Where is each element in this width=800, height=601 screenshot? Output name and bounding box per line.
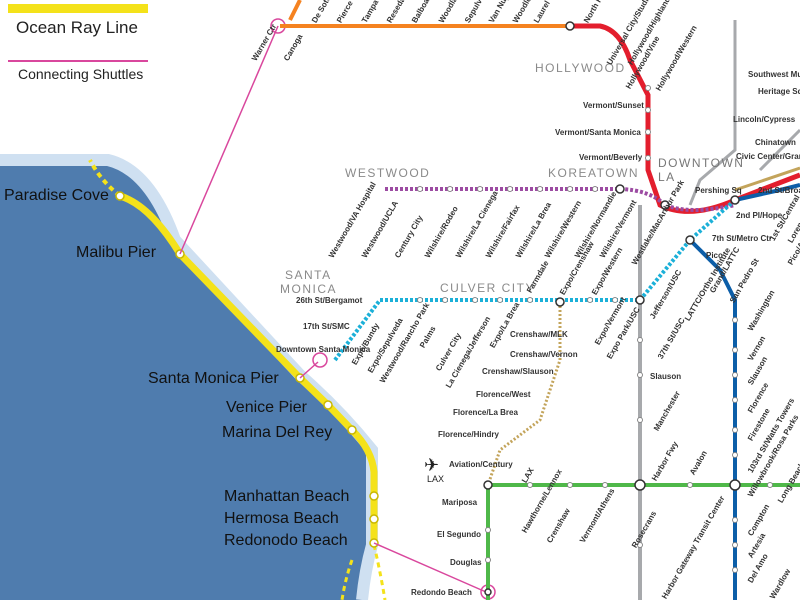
label-paradise-cove[interactable]: Paradise Cove	[4, 187, 109, 204]
label-marina-del-rey[interactable]: Marina Del Rey	[222, 424, 333, 441]
stn-vermont-sunset[interactable]: Vermont/Sunset	[583, 101, 644, 110]
station-dots	[417, 85, 773, 573]
stn-florence-hindry[interactable]: Florence/Hindry	[438, 430, 499, 439]
stop-venice-pier	[323, 400, 333, 410]
airplane-icon: ✈	[424, 455, 440, 475]
stn-douglas[interactable]: Douglas	[450, 558, 482, 567]
district-culver-city: CULVER CITY	[440, 281, 535, 295]
stn-crenshaw-slauson[interactable]: Crenshaw/Slauson	[482, 367, 554, 376]
gold-line	[486, 302, 562, 486]
stn-sw-museum[interactable]: Southwest Mu	[748, 70, 800, 79]
stn-pershing[interactable]: Pershing Sq	[695, 186, 742, 195]
stn-lincoln-cypress[interactable]: Lincoln/Cypress	[733, 115, 796, 124]
stn-aviation-century[interactable]: Aviation/Century	[449, 460, 513, 469]
stn-downtown-sm[interactable]: Downtown Santa Monica	[276, 345, 371, 354]
stn-heritage[interactable]: Heritage Sq	[758, 87, 800, 96]
label-redondo-beach[interactable]: Redonodo Beach	[224, 532, 348, 549]
shuttle-sm-terminal	[312, 352, 328, 368]
district-downtown: DOWNTOWN	[658, 156, 745, 170]
stn-mariposa[interactable]: Mariposa	[442, 498, 478, 507]
stn-26th[interactable]: 26th St/Bergamot	[296, 296, 363, 305]
gray-busway	[688, 20, 800, 206]
stn-florence-labrea[interactable]: Florence/La Brea	[453, 408, 518, 417]
district-hollywood: HOLLYWOOD	[535, 61, 626, 75]
gold-line-east	[734, 166, 800, 192]
shuttle-swatch	[8, 60, 148, 62]
stn-redondo-beach-green[interactable]: Redondo Beach	[411, 588, 472, 597]
label-hermosa-beach[interactable]: Hermosa Beach	[224, 510, 339, 527]
stn-crenshaw-mlk[interactable]: Crenshaw/MLK	[510, 330, 568, 339]
label-malibu-pier[interactable]: Malibu Pier	[76, 244, 157, 261]
shuttle-malibu-warner	[179, 25, 279, 255]
stn-crenshaw-vernon[interactable]: Crenshaw/Vernon	[510, 350, 578, 359]
stn-vermont-santa-monica[interactable]: Vermont/Santa Monica	[555, 128, 641, 137]
district-la: LA	[658, 170, 676, 184]
purple-line	[385, 187, 736, 212]
stn-second-broadway[interactable]: 2nd St/Broadway	[758, 186, 800, 195]
stn-el-segundo[interactable]: El Segundo	[437, 530, 481, 539]
map-legend: Ocean Ray Line Connecting Shuttles	[0, 0, 160, 90]
district-santa-monica-1: SANTA	[285, 268, 332, 282]
ocean-ray-line-swatch	[8, 4, 148, 13]
label-venice-pier[interactable]: Venice Pier	[226, 399, 307, 416]
orange-line-north	[288, 0, 302, 21]
stn-civic-center[interactable]: Civic Center/Grand Park	[736, 152, 800, 161]
transfer-stations	[483, 21, 741, 596]
stop-hermosa-beach	[369, 514, 379, 524]
lax-label: LAX	[427, 474, 445, 484]
stop-paradise-cove	[115, 191, 125, 201]
stn-pico[interactable]: Pico	[706, 251, 723, 260]
district-santa-monica-2: MONICA	[280, 282, 337, 296]
label-santa-monica-pier[interactable]: Santa Monica Pier	[148, 370, 279, 387]
blue-line	[688, 183, 800, 600]
district-koreatown: KOREATOWN	[548, 166, 640, 180]
stop-marina-del-rey	[347, 425, 357, 435]
stn-vermont-beverly[interactable]: Vermont/Beverly	[579, 153, 643, 162]
stn-seventh-metro[interactable]: 7th St/Metro Ctr	[712, 234, 772, 243]
ocean	[0, 160, 372, 600]
ocean-ray-dashed-south	[340, 544, 387, 600]
district-westwood: WESTWOOD	[345, 166, 431, 180]
stn-florence-west[interactable]: Florence/West	[476, 390, 531, 399]
stn-chinatown[interactable]: Chinatown	[755, 138, 796, 147]
stn-second-hope[interactable]: 2nd Pl/Hope	[736, 211, 783, 220]
shuttle-redondo	[373, 542, 487, 593]
label-manhattan-beach[interactable]: Manhattan Beach	[224, 488, 350, 505]
ocean-ray-line-label: Ocean Ray Line	[16, 18, 138, 37]
stn-17th[interactable]: 17th St/SMC	[303, 322, 350, 331]
connecting-shuttles-label: Connecting Shuttles	[18, 66, 144, 82]
stop-manhattan-beach	[369, 491, 379, 501]
stn-slauson-silver[interactable]: Slauson	[650, 372, 682, 381]
